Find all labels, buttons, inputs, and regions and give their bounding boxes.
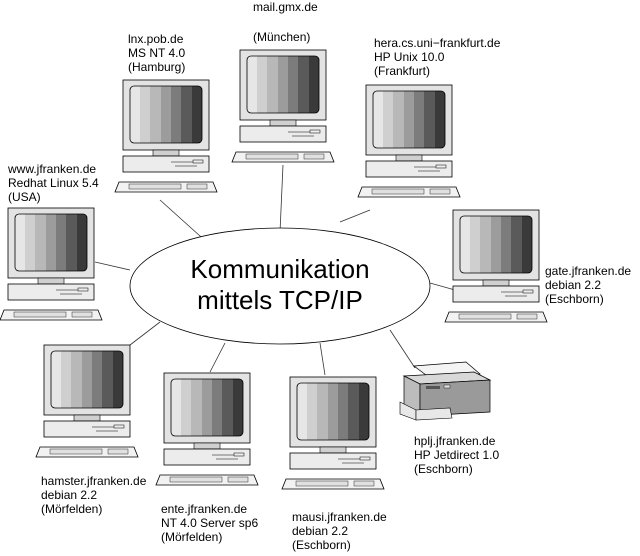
link-gate: [429, 282, 456, 291]
label-hplj: hplj.jfranken.de HP Jetdirect 1.0 (Eschb…: [414, 434, 499, 476]
printer-hplj: [399, 361, 491, 421]
label-www: www.jfranken.de Redhat Linux 5.4 (USA): [8, 162, 99, 204]
label-lnx-line-2: MS NT 4.0: [128, 46, 186, 60]
center-line-2: mittels TCP/IP: [197, 285, 363, 315]
link-ente: [209, 342, 226, 373]
label-hera: hera.cs.uni−frankfurt.de HP Unix 10.0 (F…: [374, 36, 500, 78]
label-hamster-line-2: debian 2.2: [41, 488, 98, 502]
label-mausi-line-2: debian 2.2: [292, 524, 349, 538]
label-mail: mail.gmx.de (München): [253, 0, 318, 44]
label-mausi-line-3: (Eschborn): [292, 538, 351, 552]
label-hera-line-3: (Frankfurt): [374, 64, 431, 78]
computer-lnx: [114, 79, 218, 193]
center-label: Kommunikation mittels TCP/IP: [130, 254, 430, 316]
label-hplj-line-3: (Eschborn): [414, 462, 473, 476]
network-ellipse: [129, 227, 431, 345]
label-mail-line-1: mail.gmx.de: [253, 0, 318, 14]
label-www-line-1: www.jfranken.de: [8, 162, 97, 176]
label-lnx-line-3: (Hamburg): [128, 60, 186, 74]
label-mausi-line-1: mausi.jfranken.de: [292, 510, 387, 524]
computer-hera: [357, 84, 461, 198]
label-gate-line-3: (Eschborn): [545, 292, 604, 306]
computer-gate: [444, 209, 548, 323]
label-hplj-line-1: hplj.jfranken.de: [414, 434, 496, 448]
link-www: [94, 261, 131, 271]
computer-ente: [155, 372, 259, 486]
label-hamster-line-3: (Mörfelden): [41, 502, 103, 516]
label-mail-line-3: (München): [253, 30, 311, 44]
label-ente: ente.jfranken.de NT 4.0 Server sp6 (Mörf…: [161, 502, 258, 544]
label-hera-line-2: HP Unix 10.0: [374, 50, 445, 64]
label-gate: gate.jfranken.de debian 2.2 (Eschborn): [545, 264, 631, 306]
link-mausi: [319, 342, 326, 376]
label-ente-line-1: ente.jfranken.de: [161, 502, 248, 516]
label-ente-line-3: (Mörfelden): [161, 530, 223, 544]
label-gate-line-2: debian 2.2: [545, 278, 602, 292]
label-gate-line-1: gate.jfranken.de: [545, 264, 632, 278]
computer-hamster: [35, 344, 139, 458]
link-hamster: [129, 321, 161, 346]
computer-www: [0, 207, 103, 321]
computer-mail: [231, 49, 335, 163]
link-mail: [279, 164, 284, 233]
center-line-1: Kommunikation: [190, 254, 370, 284]
label-hamster: hamster.jfranken.de debian 2.2 (Mörfelde…: [41, 474, 146, 516]
label-mail-line-2: [253, 14, 318, 30]
label-hplj-line-2: HP Jetdirect 1.0: [414, 448, 500, 462]
computer-mausi: [281, 376, 385, 490]
label-lnx: lnx.pob.de MS NT 4.0 (Hamburg): [128, 32, 185, 74]
label-www-line-2: Redhat Linux 5.4: [8, 176, 99, 190]
label-hera-line-1: hera.cs.uni−frankfurt.de: [374, 36, 501, 50]
link-hera: [339, 209, 371, 223]
label-mausi: mausi.jfranken.de debian 2.2 (Eschborn): [292, 510, 387, 552]
label-www-line-3: (USA): [8, 190, 41, 204]
label-lnx-line-1: lnx.pob.de: [128, 32, 184, 46]
label-ente-line-2: NT 4.0 Server sp6: [161, 516, 259, 530]
label-hamster-line-1: hamster.jfranken.de: [41, 474, 147, 488]
link-hplj: [389, 329, 416, 369]
